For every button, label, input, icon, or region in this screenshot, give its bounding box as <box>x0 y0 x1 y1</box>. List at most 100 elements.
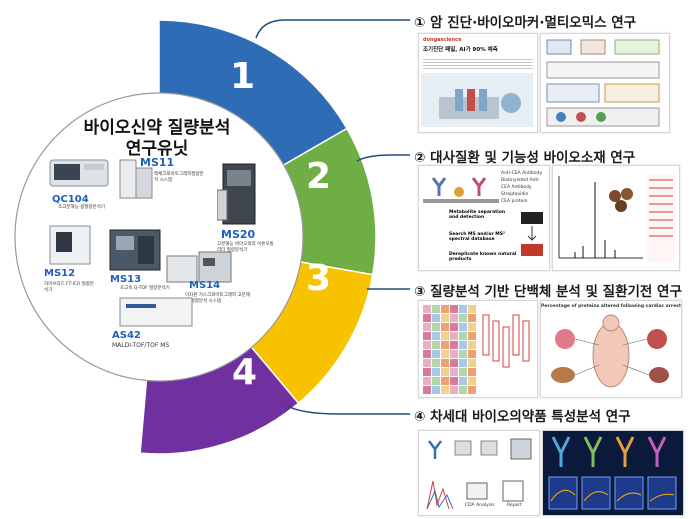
heatmap-cell <box>423 368 431 376</box>
heatmap-cell <box>450 314 458 322</box>
ms14-image <box>166 251 232 283</box>
flow-search: Search MS and/or MS² spectral database <box>449 232 505 242</box>
cda-label: CDA Analysis <box>465 503 495 508</box>
heatmap-cell <box>423 386 431 394</box>
heatmap-cell <box>468 305 476 313</box>
heatmap-cell <box>459 314 467 322</box>
heatmap-cell <box>432 359 440 367</box>
heatmap-cell <box>459 332 467 340</box>
news-photo <box>421 73 533 127</box>
heatmap-cell <box>423 350 431 358</box>
instrument-as42: AS42 MALDI-TOF/TOF MS <box>110 290 200 356</box>
flow-metabolite: Metabolite separation and detection <box>449 210 506 220</box>
legend-biotinylated: Biotinylated Anti-CEA Antibody <box>501 178 541 190</box>
mass-spectrum <box>558 174 675 262</box>
connector-4 <box>285 404 410 415</box>
ms12-code: MS12 <box>44 268 76 279</box>
qc104-code: QC104 <box>52 194 89 205</box>
research-heading-4: ④ 차세대 바이오의약품 특성분석 연구 <box>414 409 631 425</box>
heatmap-cell <box>441 314 449 322</box>
legend-protein: CEA protein <box>501 199 528 204</box>
ms20-desc: 고분해능 바이오의약 이온모빌리티 질량분석기 <box>217 242 274 253</box>
heatmap-cell <box>450 359 458 367</box>
heatmap-cell <box>468 377 476 385</box>
ms12-image <box>49 225 91 265</box>
center-title: 바이오신약 질량분석 연구유닛 <box>72 118 242 160</box>
research-panel-3-heatmap <box>418 300 538 398</box>
box-plot <box>512 314 520 356</box>
assay-legend: Anti-CEA Antibody Biotinylated Anti-CEA … <box>501 170 549 205</box>
research-panel-3-body: Percentage of proteins altered following… <box>540 300 682 398</box>
research-panel-1-workflow <box>540 33 670 133</box>
proteome-title: Percentage of proteins altered following… <box>541 304 681 309</box>
heatmap-cell <box>459 359 467 367</box>
heatmap-cell <box>450 323 458 331</box>
ms14-code: MS14 <box>189 280 221 291</box>
instrument-ms13: MS13 초고속 Q-TOF 질량분석기 <box>104 222 176 302</box>
news-brand: dongascience <box>423 37 462 43</box>
heatmap-cell <box>441 323 449 331</box>
ms13-desc: 초고속 Q-TOF 질량분석기 <box>120 286 170 291</box>
legend-streptavidin: Streptavidin <box>501 192 529 197</box>
heatmap-cell <box>441 341 449 349</box>
news-body-lines <box>423 57 533 71</box>
qc104-image <box>49 159 109 187</box>
center-title-line1: 바이오신약 질량분석 <box>83 118 231 138</box>
instrument-ms11: MS11 액체크로마토그래피질량분석 시스템 <box>112 150 204 220</box>
heatmap-cell <box>441 359 449 367</box>
qc104-desc: 초고분해능 광질량분석기 <box>58 205 105 210</box>
heatmap-cell <box>450 377 458 385</box>
heatmap-cell <box>423 332 431 340</box>
center-title-line2: 연구유닛 <box>125 139 189 159</box>
heatmap-cell <box>441 368 449 376</box>
heatmap-cell <box>423 314 431 322</box>
heatmap-cell <box>432 314 440 322</box>
heatmap-cell <box>432 350 440 358</box>
box-plot <box>522 320 530 362</box>
heatmap-cell <box>459 386 467 394</box>
box-plot <box>502 326 510 368</box>
ms11-image <box>119 159 153 199</box>
antibody-structure <box>551 436 571 467</box>
heatmap-cell <box>432 368 440 376</box>
antibody-graphic <box>423 177 499 203</box>
segment-number-3: 3 <box>306 258 332 299</box>
heatmap-cell <box>423 377 431 385</box>
as42-desc: MALDI-TOF/TOF MS <box>112 342 170 349</box>
antibody-structure <box>615 436 635 467</box>
heatmap-cell <box>450 341 458 349</box>
flow-dereplicate: Dereplicate known natural products <box>449 252 517 262</box>
research-heading-3: ③ 질량분석 기반 단백체 분석 및 질환기전 연구 <box>414 284 682 300</box>
spectral-trace <box>550 489 576 502</box>
heatmap-cell <box>468 368 476 376</box>
heatmap-cell <box>468 386 476 394</box>
research-panel-4-structures <box>542 430 684 516</box>
ms12-desc: 하이브리드 FT-ICR 질량분석기 <box>44 282 95 293</box>
heatmap <box>423 305 530 394</box>
heatmap-cell <box>450 368 458 376</box>
ms13-image <box>109 229 161 271</box>
ms13-code: MS13 <box>110 274 142 285</box>
spectral-trace <box>583 491 609 502</box>
instrument-ms20: MS20 고분해능 바이오의약 이온모빌리티 질량분석기 <box>203 162 277 262</box>
heatmap-cell <box>432 323 440 331</box>
ms14-desc: 이차원 가스크로마토그래피 고분해능 질량분석 시스템 <box>185 293 250 304</box>
heatmap-cell <box>468 341 476 349</box>
segment-number-4: 4 <box>232 352 258 393</box>
report-label: Report <box>507 503 522 508</box>
heatmap-cell <box>459 305 467 313</box>
heatmap-cell <box>468 332 476 340</box>
heatmap-cell <box>468 314 476 322</box>
box-plot <box>492 320 500 362</box>
instrument-ms14: MS14 이차원 가스크로마토그래피 고분해능 질량분석 시스템 <box>155 248 259 314</box>
antibody-structures <box>548 436 677 510</box>
heatmap-cell <box>432 386 440 394</box>
heatmap-cell <box>423 359 431 367</box>
instrument-qc104: QC104 초고분해능 광질량분석기 <box>44 156 114 222</box>
heatmap-cell <box>450 386 458 394</box>
segment-number-1: 1 <box>230 56 256 97</box>
heatmap-cell <box>459 341 467 349</box>
box-plot <box>482 314 490 356</box>
heatmap-cell <box>468 323 476 331</box>
heatmap-cell <box>441 377 449 385</box>
